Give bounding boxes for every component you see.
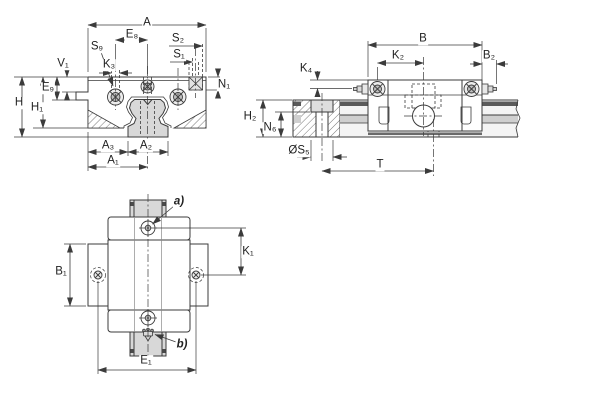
dim-label-B: B [418,32,428,45]
dim-label-K1: K₁ [241,245,255,258]
dimension-lines-top [67,205,244,373]
screw-right [169,88,187,106]
dim-label-N1: N₁ [216,78,232,91]
rail-profile [127,99,169,138]
grease-nipple-left [353,83,369,95]
dim-label-T: T [375,158,385,171]
rail-break-line [515,99,521,138]
seal-section-right [172,109,207,129]
dim-label-S1: S₁ [172,48,186,61]
dim-label-B1: B₁ [54,265,68,278]
end-clip-left [378,106,390,125]
seal-section-left [87,109,122,129]
dim-label-OS5: ØS₅ [287,144,311,157]
dimension-lines-side [260,42,508,174]
leader-a [152,205,175,225]
leader-b [154,334,177,343]
dim-label-K3: K₃ [101,58,117,71]
dim-label-K4: K₄ [298,62,314,75]
rail-top-notch [143,99,153,106]
ref-label-b: b) [175,338,189,351]
dim-label-S2: S₂ [170,32,186,45]
rail-section-hatched [292,99,341,138]
front-view [14,22,221,171]
dim-label-A3: A₃ [100,139,116,152]
extension-lines-front [14,28,220,171]
dim-label-S9: S₉ [89,40,105,53]
rail-under-carriage [368,131,482,138]
dim-label-N6: N₆ [262,121,278,134]
dim-label-E9: E₉ [40,81,56,94]
carriage-side [367,79,483,132]
grease-nipple-right [481,83,497,95]
rail-side-left [340,99,368,138]
end-clip-right [460,106,472,125]
wing-hole-left [90,267,106,283]
dim-label-A2: A₂ [138,139,154,152]
dim-label-A: A [142,16,152,29]
lube-port-right [463,81,480,97]
dim-label-B2: B₂ [481,49,497,62]
centerlines-side [321,57,443,176]
dim-label-K2: K₂ [390,49,406,62]
side-view [256,41,521,176]
dim-label-H1: H₁ [29,101,45,114]
lube-port-left [369,81,386,97]
rail-side-right [482,99,521,138]
ref-label-a: a) [172,195,186,208]
dim-label-V1: V₁ [56,57,70,70]
dim-label-E8: E₈ [124,28,140,41]
dim-label-A1: A₁ [106,154,120,167]
dim-label-E1: E₁ [139,354,153,367]
dim-label-H: H [13,96,25,109]
top-view [64,194,246,374]
dim-label-H2: H₂ [242,110,258,123]
